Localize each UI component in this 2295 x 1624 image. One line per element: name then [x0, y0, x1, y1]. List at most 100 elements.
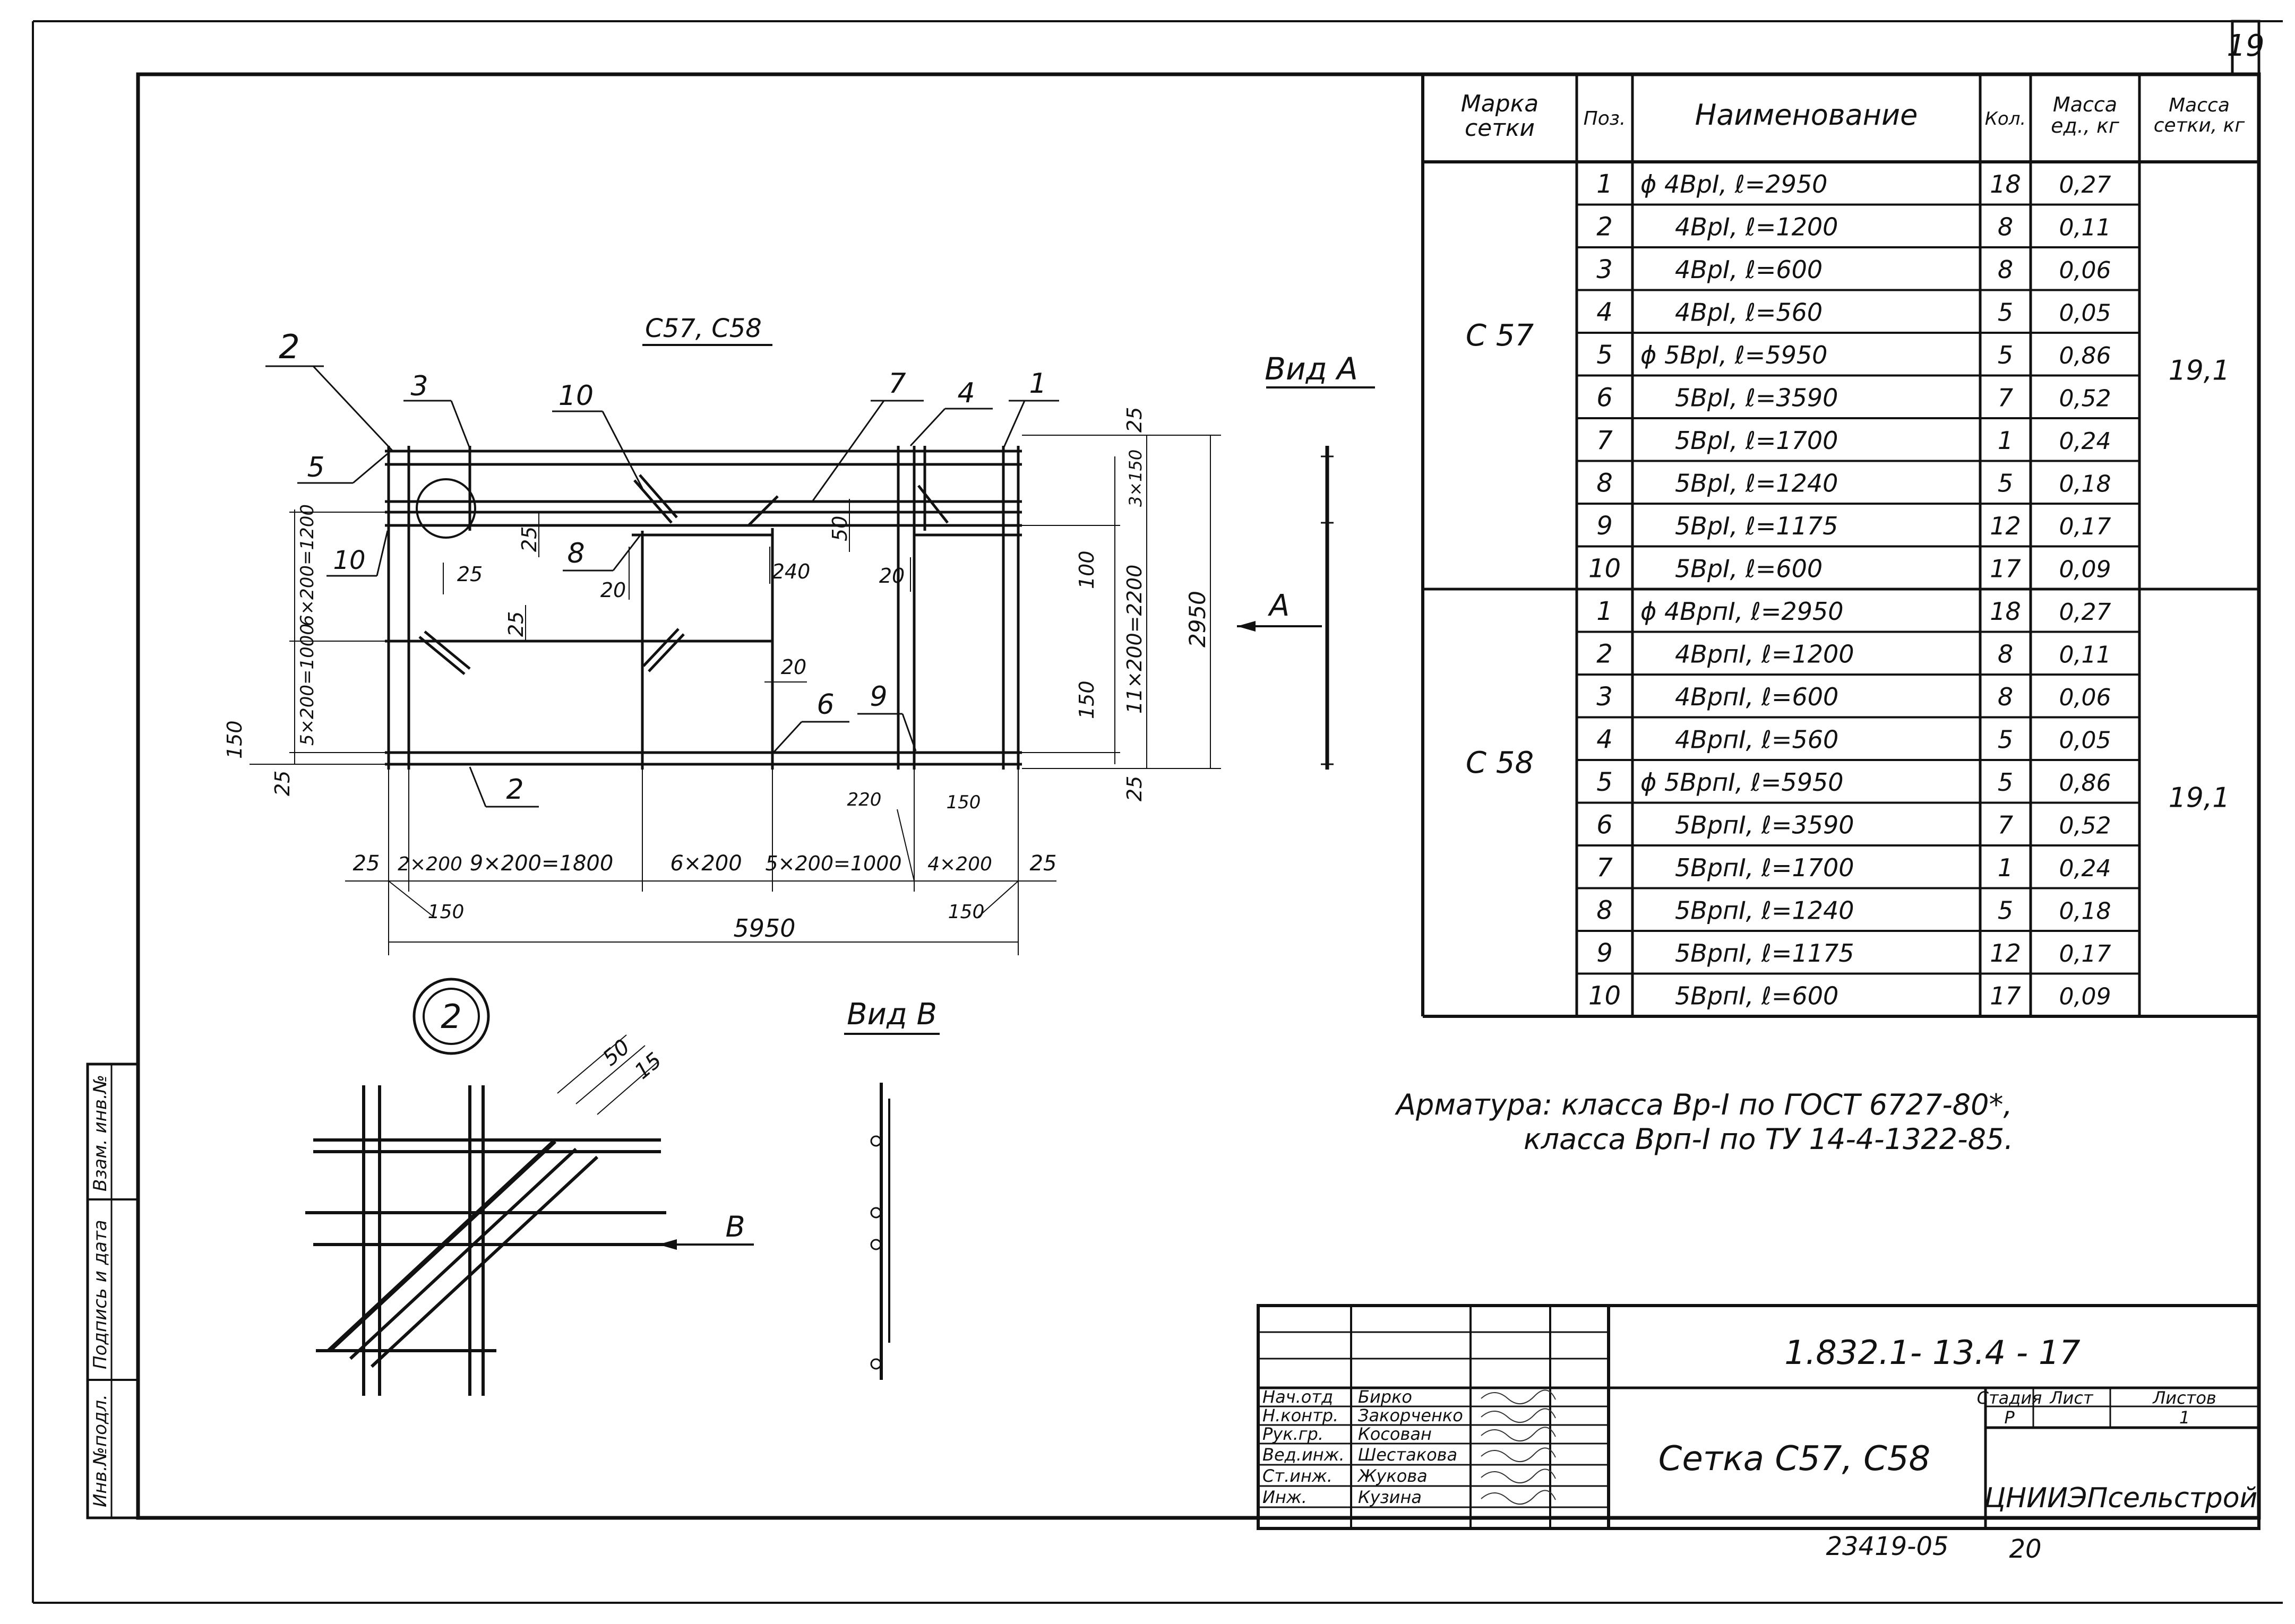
- cell-mass: 0,17: [2059, 513, 2111, 540]
- title-role: Н.контр.: [1262, 1405, 1338, 1426]
- plan-callout-7: 7: [888, 368, 906, 400]
- cell-pos: 8: [1596, 896, 1613, 926]
- table-row: 7 5ВрI, ℓ=1700 1 0,24: [1596, 426, 2111, 455]
- table-header-2: Наименование: [1695, 98, 1918, 132]
- cell-pos: 8: [1596, 469, 1613, 498]
- cell-qty: 1: [1998, 853, 2013, 882]
- title-role: Инж.: [1262, 1487, 1307, 1507]
- cell-name: 5ВрпI, ℓ=1240: [1675, 896, 1854, 925]
- cell-name: 5ВрI, ℓ=3590: [1675, 384, 1838, 412]
- cell-mass: 0,18: [2059, 471, 2111, 498]
- dim-bottom-4x200: 4×200: [927, 853, 992, 875]
- dim-right-2200: 11×200=2200: [1123, 565, 1146, 714]
- title-person: Закорченко: [1358, 1405, 1463, 1426]
- dim-bottom-1800: 9×200=1800: [470, 851, 614, 876]
- signature-mark: [1481, 1490, 1556, 1505]
- cell-mass: 0,86: [2059, 770, 2111, 797]
- dim-inner-20b: 20: [781, 655, 806, 679]
- dim-left-25: 25: [271, 771, 294, 796]
- group-mark-0: С 57: [1466, 318, 1534, 353]
- plan-callout-6: 6: [816, 689, 834, 721]
- table-row: 4 4ВрI, ℓ=560 5 0,05: [1596, 298, 2111, 327]
- sheets-label: Листов: [2152, 1388, 2216, 1408]
- cell-mass: 0,06: [2059, 684, 2111, 711]
- cell-name: 5ВрI, ℓ=1700: [1675, 426, 1838, 455]
- stamp-inv-podl: Инв.№подл.: [90, 1394, 111, 1507]
- cell-name: 5ВрпI, ℓ=1700: [1675, 853, 1854, 882]
- cell-qty: 17: [1990, 982, 2021, 1010]
- dim-inner-25c: 25: [504, 611, 528, 637]
- cell-mass: 0,17: [2059, 940, 2111, 968]
- plan-callout-1: 1: [1029, 368, 1046, 400]
- title-role: Рук.гр.: [1262, 1424, 1323, 1444]
- doc-title: Сетка С57, С58: [1658, 1439, 1931, 1479]
- cell-pos: 9: [1596, 938, 1613, 968]
- cell-pos: 1: [1596, 597, 1613, 626]
- stamp-vzam-inv: Взам. инв.№: [90, 1075, 111, 1191]
- cell-pos: 4: [1596, 725, 1613, 755]
- cell-name: 4ВрI, ℓ=560: [1675, 298, 1823, 327]
- stage-value: Р: [2004, 1407, 2015, 1428]
- cell-qty: 8: [1998, 683, 2013, 711]
- diagonal-bars: [416, 474, 949, 675]
- cell-qty: 18: [1990, 597, 2021, 626]
- plan-left-dims: [250, 509, 388, 765]
- cell-name: 5ВрI, ℓ=1240: [1675, 469, 1838, 498]
- cell-mass: 0,09: [2059, 556, 2111, 583]
- cell-mass: 0,05: [2059, 727, 2111, 754]
- dim-right-150: 150: [1075, 680, 1098, 719]
- dim-right-2950: 2950: [1184, 591, 1210, 647]
- cell-pos: 7: [1596, 853, 1613, 883]
- dim-bottom-6x200: 6×200: [670, 851, 742, 876]
- dim-right-25-bottom: 25: [1123, 776, 1146, 801]
- cell-pos: 1: [1596, 169, 1613, 199]
- cell-name: 4ВрпI, ℓ=1200: [1675, 640, 1854, 669]
- cell-qty: 5: [1998, 725, 2013, 754]
- cell-name: 4ВрпI, ℓ=560: [1675, 725, 1838, 754]
- arrow-a-label: А: [1268, 589, 1290, 623]
- detail-circle-label: 2: [441, 997, 461, 1036]
- longitudinal-bars: [385, 450, 1022, 766]
- transverse-bars: [387, 446, 1020, 770]
- cell-qty: 5: [1998, 298, 2013, 327]
- bottom-code: 23419-05: [1826, 1532, 1948, 1561]
- cell-pos: 3: [1596, 682, 1613, 712]
- cell-qty: 5: [1998, 341, 2013, 369]
- plan-callout-3: 3: [410, 370, 428, 402]
- bottom-num: 20: [2009, 1534, 2041, 1564]
- cell-qty: 12: [1990, 512, 2021, 540]
- dim-right-3x150: 3×150: [1125, 450, 1146, 507]
- cell-pos: 4: [1596, 298, 1613, 327]
- title-role: Ст.инж.: [1262, 1466, 1333, 1486]
- cell-pos: 6: [1596, 383, 1613, 413]
- cell-pos: 5: [1596, 767, 1613, 797]
- cell-mass: 0,05: [2059, 300, 2111, 327]
- notes: Арматура: класса Вр-I по ГОСТ 6727-80*, …: [1395, 1088, 2013, 1156]
- cell-pos: 7: [1596, 426, 1613, 455]
- table-row: 4 4ВрпI, ℓ=560 5 0,05: [1596, 725, 2111, 755]
- cell-name: ϕ 5ВрI, ℓ=5950: [1640, 341, 1827, 369]
- dim-inner-25b: 25: [518, 526, 541, 552]
- plan-inner-dims: [443, 499, 911, 683]
- title-person: Кузина: [1358, 1487, 1422, 1507]
- title-role: Вед.инж.: [1262, 1445, 1345, 1465]
- cell-pos: 10: [1588, 554, 1621, 584]
- page-number: 19: [2227, 29, 2264, 63]
- cell-qty: 1: [1998, 426, 2013, 455]
- title-block: [1257, 1304, 2260, 1530]
- dim-bottom-150-top: 150: [947, 792, 981, 813]
- plan-callout-5: 5: [307, 452, 324, 483]
- detail-dims: [557, 1034, 659, 1115]
- detail-2: 2 50 15 В Вид В: [305, 978, 940, 1396]
- cell-mass: 0,24: [2059, 428, 2111, 455]
- title-person: Бирко: [1358, 1387, 1412, 1407]
